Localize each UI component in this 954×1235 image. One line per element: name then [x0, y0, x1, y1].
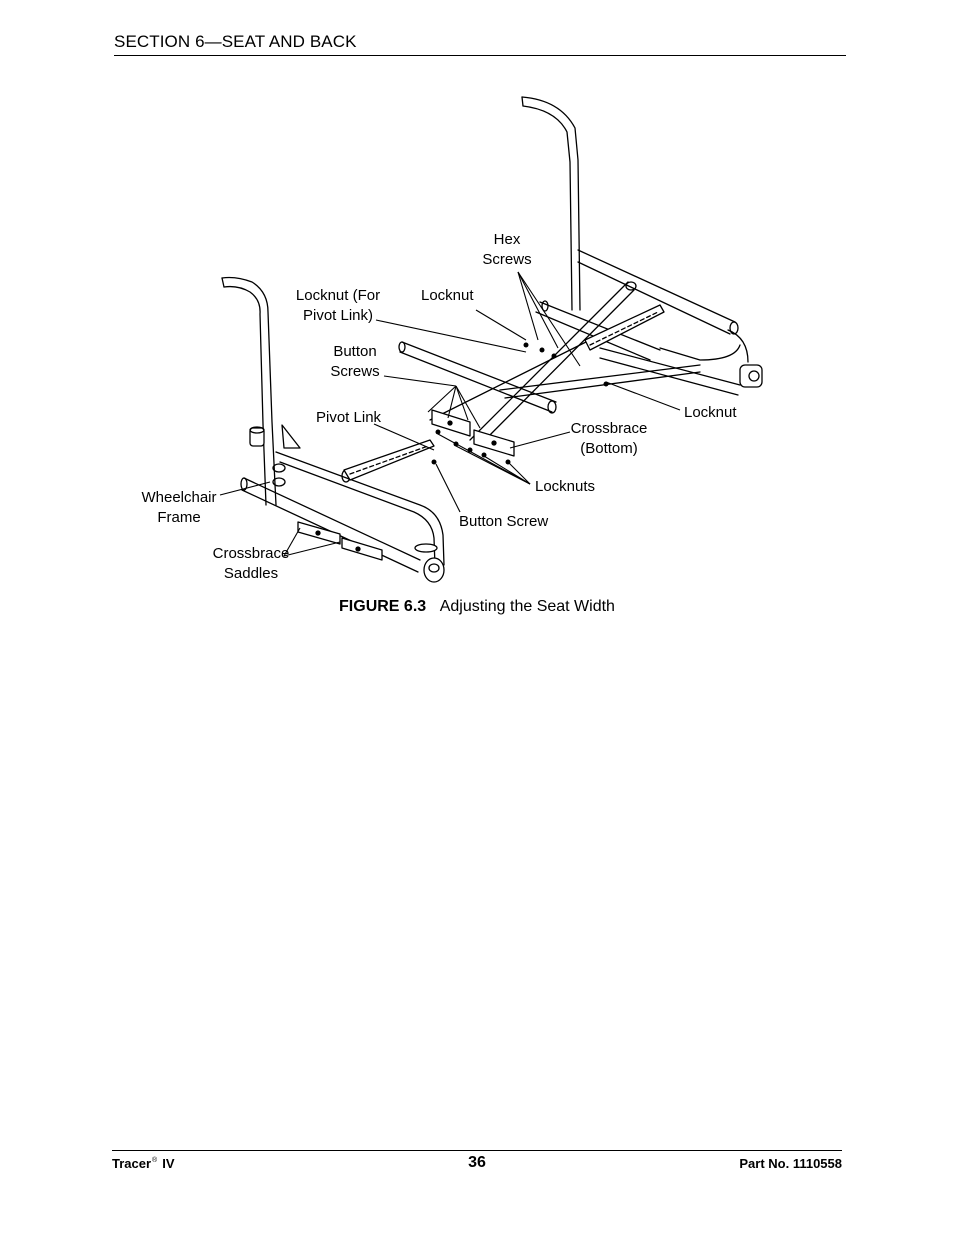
pivot-link-left [343, 439, 435, 481]
label-crossbrace-saddles: Crossbrace Saddles [212, 545, 290, 582]
figure-6-3: Hex Screws Locknut (For Pivot Link) Lock… [0, 96, 954, 616]
right-seat-rail [577, 249, 741, 361]
part-number: Part No. 1110558 [739, 1156, 842, 1171]
product-name: Tracer [112, 1156, 152, 1171]
label-pivot-link: Pivot Link [316, 409, 382, 426]
footer-product: Tracer® IV [112, 1156, 175, 1171]
figure-caption: FIGURE 6.3 Adjusting the Seat Width [0, 598, 954, 616]
label-locknut-top: Locknut [421, 287, 474, 304]
section-title: SECTION 6—SEAT AND BACK [114, 32, 357, 51]
label-locknut-pivot-link: Locknut (For Pivot Link) [295, 287, 381, 324]
seat-crossbraces [398, 281, 701, 446]
header-divider [114, 55, 846, 56]
label-wheelchair-frame: Wheelchair Frame [141, 489, 217, 526]
page-number: 36 [468, 1154, 486, 1171]
footer-divider [112, 1150, 842, 1151]
left-back-cane [221, 276, 277, 506]
product-model: IV [162, 1156, 175, 1171]
label-locknut-right: Locknut [684, 404, 737, 421]
label-hex-screws: Hex Screws [482, 231, 532, 268]
registered-mark: ® [152, 1157, 158, 1164]
label-button-screws: Button Screws [330, 343, 380, 380]
pivot-link-right [584, 304, 665, 351]
crossbrace-saddles [297, 521, 383, 561]
wheelchair-seat-illustration [219, 96, 763, 583]
right-lower-rail [599, 329, 763, 396]
label-button-screw: Button Screw [459, 513, 549, 530]
label-crossbrace-bottom: Crossbrace (Bottom) [570, 420, 648, 457]
figure-number: FIGURE 6.3 [339, 598, 427, 615]
right-back-cane [521, 96, 581, 311]
label-locknuts: Locknuts [535, 478, 596, 495]
figure-title: Adjusting the Seat Width [439, 598, 615, 615]
crossbrace-bottom-plates [431, 409, 515, 457]
left-seat-rail [275, 451, 445, 567]
